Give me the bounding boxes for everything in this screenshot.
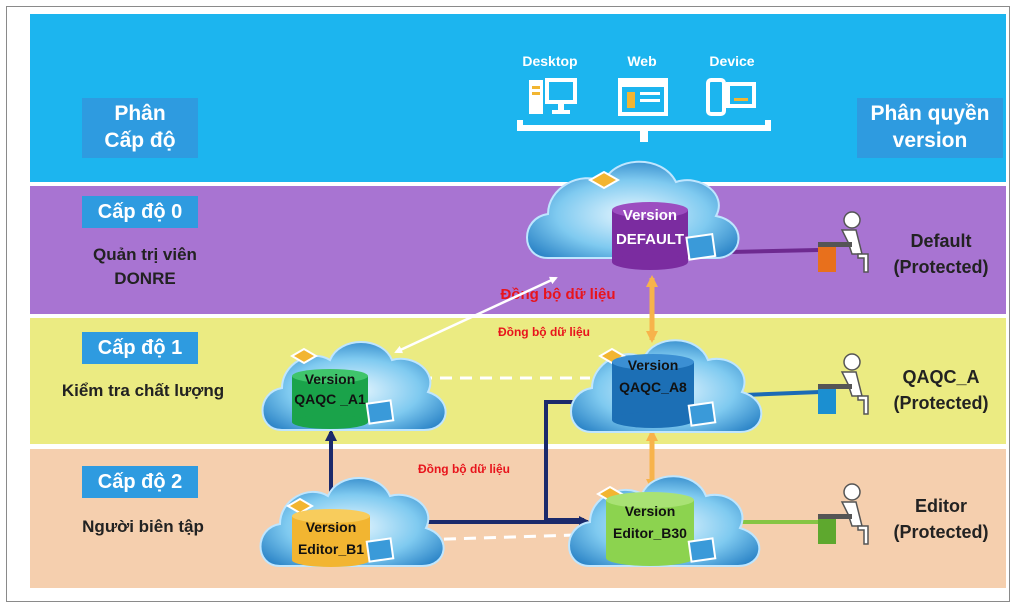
database-icon bbox=[292, 369, 368, 429]
version-a1-line2: QAQC _A1 bbox=[294, 391, 366, 407]
version-b30-line1: Version bbox=[625, 503, 676, 519]
permission-editor-status: (Protected) bbox=[893, 522, 989, 542]
cloud-default: Version DEFAULT bbox=[526, 160, 740, 270]
level-0-role-line2: DONRE bbox=[114, 269, 176, 288]
layer-icon bbox=[286, 497, 314, 515]
permission-header-label: Phân quyền version bbox=[857, 98, 1003, 158]
permission-qaqc: QAQC_A (Protected) bbox=[876, 364, 1006, 416]
cloud-qaqc-a1: Version QAQC _A1 bbox=[261, 341, 447, 431]
version-b30-line2: Editor_B30 bbox=[613, 525, 687, 541]
diagram-frame bbox=[6, 6, 1010, 602]
version-default-line1: Version bbox=[623, 207, 677, 224]
level-1-badge: Cấp độ 1 bbox=[82, 332, 198, 364]
version-a8-line2: QAQC_A8 bbox=[619, 379, 687, 395]
version-a1-line1: Version bbox=[305, 371, 356, 387]
level-2-badge: Cấp độ 2 bbox=[82, 466, 198, 498]
version-b1-line2: Editor_B1 bbox=[298, 541, 364, 557]
level-header-line2: Cấp độ bbox=[104, 129, 176, 152]
layer-icon bbox=[290, 347, 318, 365]
permission-default: Default (Protected) bbox=[876, 228, 1006, 280]
web-browser-icon bbox=[618, 78, 668, 116]
permission-default-status: (Protected) bbox=[893, 257, 989, 277]
level-header-label: Phân Cấp độ bbox=[82, 98, 198, 158]
user-at-desk-icon bbox=[818, 483, 869, 545]
device-label-web: Web bbox=[627, 53, 656, 69]
layer-icon bbox=[587, 170, 621, 190]
permission-qaqc-status: (Protected) bbox=[893, 393, 989, 413]
device-label-desktop: Desktop bbox=[522, 53, 577, 69]
level-1-role: Kiểm tra chất lượng bbox=[61, 381, 225, 400]
permission-qaqc-name: QAQC_A bbox=[902, 367, 980, 387]
permission-editor: Editor (Protected) bbox=[876, 493, 1006, 545]
sync-arrow-main bbox=[394, 276, 558, 354]
database-icon bbox=[612, 354, 694, 428]
level-0-role: Quản trị viên DONRE bbox=[60, 243, 230, 291]
permission-editor-name: Editor bbox=[915, 496, 967, 516]
sync-label-lower: Đồng bộ dữ liệu bbox=[417, 462, 510, 476]
device-label-device: Device bbox=[709, 53, 754, 69]
user-at-desk-icon bbox=[818, 353, 869, 415]
version-a8-line1: Version bbox=[628, 357, 679, 373]
level-0-role-line1: Quản trị viên bbox=[93, 245, 197, 264]
version-default-line2: DEFAULT bbox=[616, 231, 684, 248]
permission-header-line2: version bbox=[892, 129, 968, 152]
level-0-badge: Cấp độ 0 bbox=[82, 196, 198, 228]
desktop-icon bbox=[529, 78, 577, 114]
cloud-qaqc-a8: Version QAQC_A8 bbox=[570, 339, 763, 433]
version-b1-line1: Version bbox=[306, 519, 357, 535]
level-header-line1: Phân bbox=[114, 102, 166, 125]
cloud-editor-b1: Version Editor_B1 bbox=[259, 477, 445, 567]
permission-default-name: Default bbox=[910, 231, 972, 251]
mobile-device-icon bbox=[706, 78, 756, 116]
level-2-role: Người biên tập bbox=[82, 517, 204, 536]
device-group: Desktop Web Device bbox=[517, 53, 771, 142]
database-icon bbox=[292, 509, 370, 567]
user-at-desk-icon bbox=[818, 211, 869, 273]
permission-header-line1: Phân quyền bbox=[870, 102, 990, 125]
cloud-editor-b30: Version Editor_B30 bbox=[568, 475, 761, 567]
database-icon bbox=[606, 492, 694, 566]
database-icon bbox=[612, 202, 688, 270]
